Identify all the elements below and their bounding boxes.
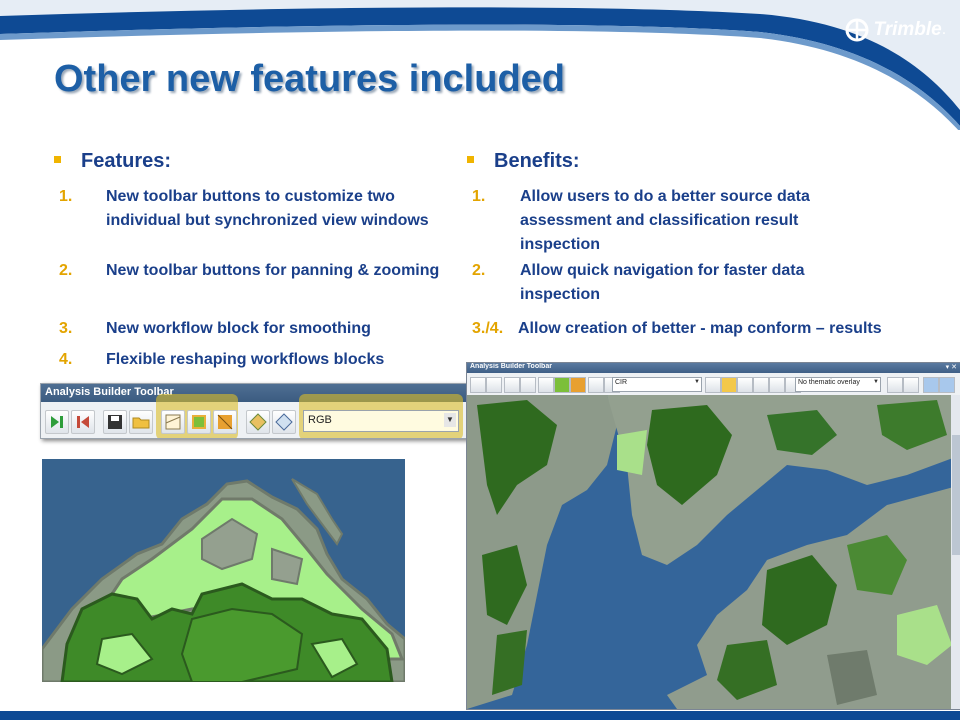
sync-left-button[interactable]: [923, 377, 939, 393]
benefits-heading: Benefits:: [467, 150, 580, 173]
feature-number: 2.: [59, 262, 73, 279]
diamond-icon: [249, 413, 267, 431]
analysis-builder-toolbar-large: Analysis Builder Toolbar RGB ▼: [40, 383, 470, 439]
benefit-item-1: 1. Allow users to do a better source dat…: [472, 185, 892, 257]
classification-map-view: [467, 395, 960, 709]
trimble-logo-icon: [845, 18, 869, 42]
play-forward-button[interactable]: [45, 410, 69, 434]
view-single-button[interactable]: [161, 410, 185, 434]
window-controls-icon: ▾ ✕: [945, 364, 957, 371]
feature-text: New toolbar buttons for panning & zoomin…: [106, 262, 440, 279]
trimble-logo-text: Trimble: [873, 19, 942, 40]
small-toolbar: CIR ▼ No thematic overlay ▼: [467, 373, 960, 396]
benefit-item-3: 3./4. Allow creation of better - map con…: [472, 317, 912, 365]
small-toolbar-title-bar: Analysis Builder Toolbar ▾ ✕: [467, 363, 960, 373]
image-layer-select[interactable]: RGB ▼: [303, 410, 459, 432]
footer-band: [0, 711, 960, 720]
analysis-builder-window: Analysis Builder Toolbar ▾ ✕ CIR ▼ No th…: [466, 362, 960, 710]
view-green-button-small[interactable]: [554, 377, 570, 393]
toolbar-title: Analysis Builder Toolbar: [45, 386, 174, 398]
feature-text: Flexible reshaping workflows blocks: [106, 351, 385, 368]
save-icon: [108, 415, 122, 429]
benefit-text: Allow quick navigation for faster data i…: [520, 262, 805, 303]
features-heading: Features:: [54, 150, 171, 173]
save-button-small[interactable]: [504, 377, 520, 393]
zoom-out-button[interactable]: [753, 377, 769, 393]
view-split-button-small[interactable]: [570, 377, 586, 393]
pan-button[interactable]: [721, 377, 737, 393]
dropdown-arrow-icon: ▼: [873, 379, 879, 385]
zoom-in-button[interactable]: [737, 377, 753, 393]
play-back-button[interactable]: [71, 410, 95, 434]
benefit-item-2: 2. Allow quick navigation for faster dat…: [472, 259, 892, 307]
feature-item-4: 4. Flexible reshaping workflows blocks: [59, 348, 459, 372]
image-layer-select-small[interactable]: CIR ▼: [612, 377, 702, 392]
dual-view-button[interactable]: [903, 377, 919, 393]
feature-item-1: 1. New toolbar buttons to customize two …: [59, 185, 449, 257]
view-green-button[interactable]: [187, 410, 211, 434]
folder-icon: [132, 417, 150, 429]
dropdown-arrow-icon: ▼: [694, 379, 700, 385]
feature-item-3: 3. New workflow block for smoothing: [59, 317, 459, 341]
view-split-icon: [217, 414, 233, 430]
open-button[interactable]: [129, 410, 153, 434]
view-outline-icon: [165, 414, 181, 430]
view-split-button[interactable]: [213, 410, 237, 434]
play-forward-button-small[interactable]: [470, 377, 486, 393]
dropdown-arrow-icon: ▼: [444, 413, 456, 427]
benefit-number: 2.: [472, 262, 486, 279]
benefit-text: Allow creation of better - map conform –…: [518, 320, 882, 337]
diamond-plus-icon: [275, 413, 293, 431]
feature-text: New workflow block for smoothing: [106, 320, 371, 337]
open-button-small[interactable]: [520, 377, 536, 393]
overlay-select[interactable]: No thematic overlay ▼: [795, 377, 881, 392]
play-forward-icon: [51, 416, 63, 428]
select-tool-button[interactable]: [705, 377, 721, 393]
benefit-number: 3./4.: [472, 320, 504, 337]
zoom-area-button[interactable]: [769, 377, 785, 393]
bullet-square-icon: [467, 156, 474, 164]
trimble-logo: Trimble.: [845, 18, 946, 46]
play-back-icon: [77, 416, 89, 428]
feature-item-2: 2. New toolbar buttons for panning & zoo…: [59, 259, 449, 307]
bullet-square-icon: [54, 156, 61, 164]
save-button[interactable]: [103, 410, 127, 434]
shape-2-button[interactable]: [272, 410, 296, 434]
feature-number: 3.: [59, 320, 73, 337]
benefit-number: 1.: [472, 188, 486, 205]
play-back-button-small[interactable]: [486, 377, 502, 393]
feature-number: 4.: [59, 351, 73, 368]
page-title: Other new features included: [54, 58, 565, 100]
zoomed-classification-image: [42, 459, 405, 682]
shape-1-button-small[interactable]: [588, 377, 604, 393]
small-toolbar-title: Analysis Builder Toolbar: [470, 363, 552, 370]
feature-number: 1.: [59, 188, 73, 205]
header-band: [0, 0, 960, 130]
feature-text: New toolbar buttons to customize two ind…: [106, 188, 429, 229]
benefit-text: Allow users to do a better source data a…: [520, 188, 810, 253]
sync-right-button[interactable]: [939, 377, 955, 393]
view-single-button-small[interactable]: [538, 377, 554, 393]
shape-1-button[interactable]: [246, 410, 270, 434]
single-view-button[interactable]: [887, 377, 903, 393]
view-fill-icon: [192, 415, 206, 429]
